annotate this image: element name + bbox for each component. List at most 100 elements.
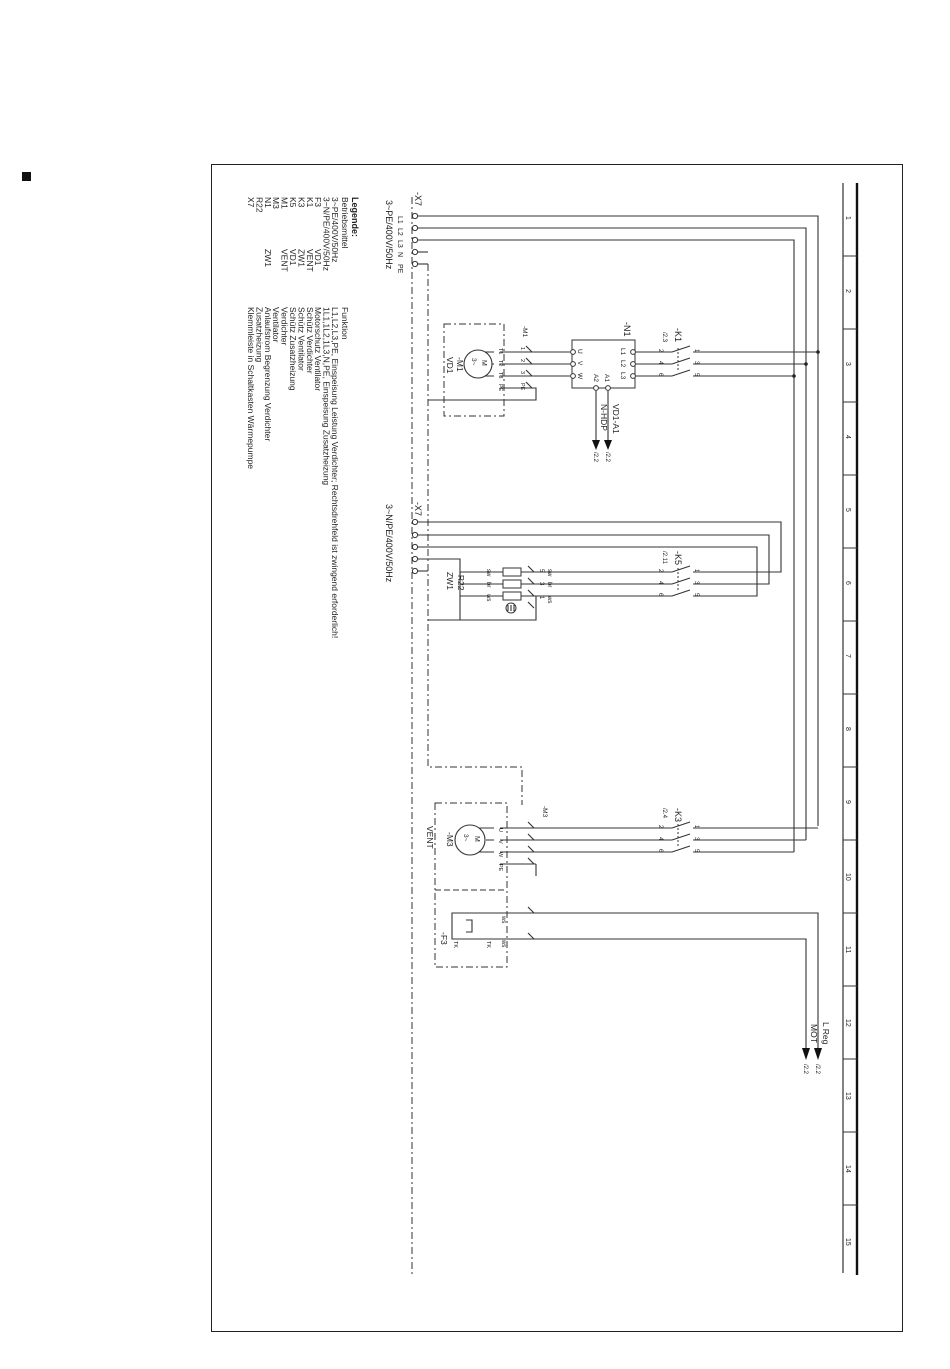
legend-sub: VENT [280, 249, 290, 272]
thermal-contact-f3: ws ws TK TK -F3 [439, 906, 819, 1048]
legend-func: 1L1,1L2,1L3,N,PE, Einspeisung Zusatzheiz… [322, 307, 332, 485]
terminal-circle-n [411, 248, 419, 256]
signal-vd1-a1: VD1-A1 [611, 404, 621, 434]
k3-pin-5: 5 [693, 849, 699, 853]
terminal2-circle-3 [411, 543, 419, 551]
junction-l1 [816, 350, 820, 354]
contactor-k1: -K1 /2.3 1 3 5 2 4 6 [635, 328, 820, 378]
n1-term-v [570, 361, 576, 367]
legend-header-function: Funktion [340, 307, 350, 340]
feed-l2 [418, 227, 807, 840]
r22-num-2: 3 [538, 582, 544, 586]
terminal2-circle-1 [411, 518, 419, 526]
k5-ref: /2.11 [661, 551, 667, 565]
r22-element-2 [502, 579, 522, 589]
legend-func: Motorschutz Ventilator [313, 307, 323, 391]
m1-pin-t2: T2 [497, 360, 503, 366]
grid-column-label: 3 [844, 362, 851, 366]
n1-pin-l3: L3 [619, 372, 626, 380]
r22-wire-marks [527, 565, 535, 609]
n1-term-l2 [630, 361, 636, 367]
k5-pin-3: 3 [693, 581, 699, 585]
terminal-circle-l2 [411, 224, 419, 232]
k5-pin-1: 1 [693, 569, 699, 573]
k3-pin-2: 2 [657, 825, 663, 829]
k3-name: -K3 [673, 808, 683, 822]
n1-pin-l1: L1 [619, 348, 626, 356]
legend-code: F3 [313, 197, 323, 207]
m3-motor-m: M [473, 836, 480, 842]
terminal-n: N [396, 252, 403, 257]
junction-l3 [792, 374, 796, 378]
k1-pin-3: 3 [693, 361, 699, 365]
k5-pin-5: 5 [693, 593, 699, 597]
arrow-n-hdp [592, 440, 600, 450]
grid-column-label: 10 [844, 873, 851, 881]
feed2-l2 [418, 534, 770, 585]
m1-pin-t1: T1 [497, 348, 503, 354]
k3-pole-1 [500, 821, 818, 829]
r22-color-b-3: ws [485, 593, 491, 601]
terminal2-circle-5 [411, 567, 419, 575]
n1-pin-v: V [576, 361, 583, 366]
legend-sub: ZW1 [296, 249, 306, 267]
k3-pin-3: 3 [693, 837, 699, 841]
f3-wire-mot [490, 938, 807, 1048]
k1-pole-3 [635, 369, 794, 377]
outputs: L Reg MOT /2.2 /2.2 [802, 1022, 831, 1075]
terminal-l3: L3 [396, 240, 403, 248]
n1-name: -N1 [622, 322, 632, 337]
arrow-l-reg [814, 1048, 822, 1060]
r22-element-1 [502, 567, 522, 577]
f3-loop [451, 912, 490, 940]
grid-column-label: 13 [844, 1092, 851, 1100]
r22-device: ZW1 [445, 572, 455, 590]
grid-column-label: 2 [844, 289, 851, 293]
supply-1-terminals [411, 212, 419, 268]
legend-code: 3~PE/400V/50Hz [330, 197, 340, 262]
soft-starter-n1: -N1 L1 L2 L3 U V W A1 A2 VD1-A1 N-HDP /2… [570, 322, 636, 463]
legend-sub: VD1 [288, 249, 298, 266]
motor-m1: -M1 1 2 3 PE T1 T2 T3 PE M 3~ -M1 VD1 [428, 323, 570, 417]
terminal-l2: L2 [396, 228, 403, 236]
grid-column-label: 12 [844, 1019, 851, 1027]
legend-code: X7 [246, 197, 256, 208]
k3-pole-2 [500, 833, 806, 841]
arrow-vd1-a1 [604, 440, 612, 450]
m1-motor-m: M [480, 360, 487, 366]
m3-leads [478, 827, 494, 853]
m1-wire-2: 2 [519, 359, 525, 362]
m1-pe-wire [428, 387, 537, 401]
f3-tk-2: TK [452, 941, 458, 948]
k1-pin-4: 4 [657, 361, 663, 365]
r22-color-a-2: br [546, 582, 552, 587]
m3-tag: -M3 [541, 806, 548, 818]
r22-element-3 [502, 591, 522, 601]
terminal-l1: L1 [396, 216, 403, 224]
m1-pin-t3: T3 [497, 372, 503, 378]
legend-header-device: Betriebsmittel [340, 197, 350, 249]
m3-pin-w: W [497, 852, 503, 858]
legend-code: K3 [296, 197, 306, 208]
m1-wire-3: 3 [519, 371, 525, 374]
r22-color-a-1: sw [546, 569, 552, 577]
k3-pole-3 [500, 845, 794, 853]
m3-name: -M3 [445, 832, 455, 847]
r22-pe-wire [428, 596, 537, 621]
r22-color-b-2: br [485, 582, 491, 587]
feed-l1 [418, 215, 819, 826]
feed2-l1 [418, 521, 782, 573]
k5-pole-2 [520, 577, 691, 585]
terminal-pe: PE [396, 264, 403, 274]
legend-sub: VD1 [313, 249, 323, 266]
supply-2-label: 3~N/PE/400V/50Hz [384, 504, 394, 583]
terminal-circle-l3 [411, 236, 419, 244]
arrow-mot [802, 1048, 810, 1060]
m1-pin-pe: PE [497, 384, 503, 392]
n1-pin-l2: L2 [619, 360, 626, 368]
k3-pin-1: 1 [693, 825, 699, 829]
k1-name: -K1 [673, 328, 683, 342]
m3-device: VENT [425, 826, 435, 849]
ground-icon-lines [507, 605, 515, 611]
